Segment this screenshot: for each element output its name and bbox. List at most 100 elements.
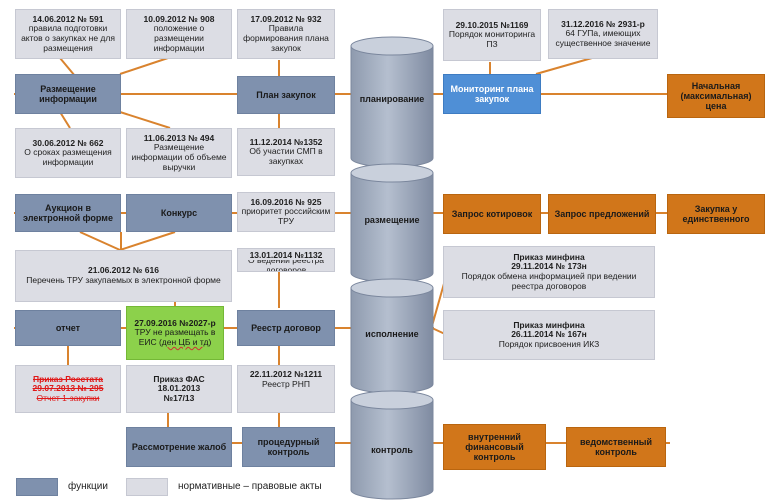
legend-label-acts: нормативные – правовые акты [178, 481, 322, 492]
doc-2027r-text-a: ТРУ не размещать в ЕИС ( [134, 327, 216, 347]
doc-616-title: 21.06.2012 № 616 [88, 265, 159, 276]
zapros-kotirovok-label: Запрос котировок [451, 208, 533, 219]
vnutrenniy-kontrol[interactable]: внутренний финансовый контроль [443, 424, 546, 470]
doc-591-text: правила подготовки актов о закупках не д… [21, 23, 115, 53]
func-reestr-dogovorov[interactable]: Реестр договор [237, 310, 335, 346]
doc-rosstat-title: Приказ Росстата [33, 373, 103, 384]
zakupka-edinstvennogo[interactable]: Закупка у единственного [667, 194, 765, 234]
cylinder-label-ispolnenie: исполнение [365, 329, 419, 339]
doc-591-title: 14.06.2012 № 591 [32, 13, 104, 24]
connector-v-mid [278, 113, 280, 128]
monitoring-plana-label: Мониторинг плана закупок [450, 83, 534, 104]
func-konkurs[interactable]: Конкурс [126, 194, 232, 232]
func-razmeshchenie-informacii[interactable]: Размещение информации [15, 74, 121, 114]
cylinder-razmeshchenie-shape [350, 163, 434, 283]
doc-1132-text-label: О ведении реестра договоров [248, 260, 324, 272]
doc-2027r-text: ТРУ не размещать в ЕИС (ден ЦБ и тд) [130, 328, 220, 347]
doc-173n-text: Порядок обмена информацией при ведении р… [461, 271, 637, 291]
legend-swatch-functions [16, 478, 58, 496]
vnutrenniy-kontrol-label: внутренний финансовый контроль [465, 431, 524, 463]
cylinder-label-planirovanie: планирование [359, 94, 425, 104]
doc-2931-title: 31.12.2016 № 2931-р [561, 18, 645, 29]
zapros-kotirovok[interactable]: Запрос котировок [443, 194, 541, 234]
doc-rosstat-sub: 29.07.2013 № 295 [32, 383, 104, 394]
cylinder-kontrol-shape [350, 390, 434, 500]
doc-1169-title: 29.10.2015 №1169 [455, 19, 529, 30]
doc-1352: 11.12.2014 №1352 Об участии СМП в закупк… [237, 128, 335, 176]
doc-rosstat-text: Отчет 1-закупки [36, 392, 100, 403]
doc-fas-title: Приказ ФАС [153, 373, 205, 384]
cylinder-kontrol: контроль [350, 390, 434, 500]
doc-932-text: Правила формирования плана закупок [243, 23, 329, 53]
doc-167n-title: Приказ минфина [513, 319, 585, 330]
cylinder-label-razmeshchenie: размещение [364, 215, 420, 225]
func-auction[interactable]: Аукцион в электронной форме [15, 194, 121, 232]
cylinder-razmeshchenie: размещение [350, 163, 434, 283]
doc-616-text: Перечень ТРУ закупаемых в электронной фо… [26, 275, 221, 285]
connector-v-top [278, 60, 280, 78]
doc-1211-title: 22.11.2012 №1211 [249, 369, 323, 379]
doc-2931-text: 64 ГУПа, имеющих существенное значение [555, 28, 651, 48]
doc-1352-title: 11.12.2014 №1352 [249, 136, 323, 147]
doc-1169-text: Порядок мониторинга ПЗ [448, 29, 536, 49]
func-procedurny-kontrol-label: процедурный контроль [257, 436, 320, 457]
zakupka-edinstvennogo-label: Закупка у единственного [682, 203, 750, 224]
doc-2027r-text-b: ) [208, 336, 212, 347]
func-reestr-dogovorov-label: Реестр договор [251, 322, 321, 333]
func-konkurs-label: Конкурс [160, 207, 198, 218]
func-otchet[interactable]: отчет [15, 310, 121, 346]
diag-494 [119, 111, 171, 129]
func-auction-label: Аукцион в электронной форме [23, 202, 113, 223]
connector-row2 [14, 212, 670, 214]
diag-2931 [535, 57, 593, 75]
doc-616: 21.06.2012 № 616 Перечень ТРУ закупаемых… [15, 250, 232, 302]
doc-494-text: Размещение информации об объеме выручки [131, 142, 227, 172]
vedomstvenny-kontrol[interactable]: ведомственный контроль [566, 427, 666, 467]
connector-row1 [14, 93, 670, 95]
func-razmeshchenie-informacii-label: Размещение информации [39, 83, 97, 104]
doc-2027r-text-wavy: ден ЦБ и тд [161, 336, 209, 347]
connector-v-reestr [278, 270, 280, 308]
diag-616-konkurs [119, 231, 176, 251]
doc-2027r: 27.09.2016 №2027-р ТРУ не размещать в ЕИ… [126, 306, 224, 360]
cylinder-planirovanie: планирование [350, 36, 434, 168]
doc-2027r-title: 27.09.2016 №2027-р [134, 317, 216, 328]
func-plan-zakupok[interactable]: План закупок [237, 76, 335, 114]
doc-925-title: 16.09.2016 № 925 [250, 196, 322, 207]
doc-fas-sub: 18.01.2013 [157, 383, 201, 394]
doc-908-text: положение о размещении информации [153, 23, 205, 53]
doc-173n: Приказ минфина 29.11.2014 № 173н Порядок… [443, 246, 655, 298]
doc-2931: 31.12.2016 № 2931-р 64 ГУПа, имеющих сущ… [548, 9, 658, 59]
doc-1211: 22.11.2012 №1211 Реестр РНП [237, 365, 335, 413]
connector-v-fas [167, 413, 169, 427]
diag-167n [431, 327, 446, 335]
doc-1132-text: О ведении реестра договоров [237, 260, 335, 272]
doc-662-title: 30.06.2012 № 662 [32, 137, 104, 148]
zapros-predlozheniy[interactable]: Запрос предложений [548, 194, 656, 234]
nachalnaya-cena[interactable]: Начальная (максимальная) цена [667, 74, 765, 118]
doc-rosstat-295: Приказ Росстата 29.07.2013 № 295 Отчет 1… [15, 365, 121, 413]
connector-v-616 [120, 232, 122, 250]
doc-932: 17.09.2012 № 932 Правила формирования пл… [237, 9, 335, 59]
diag-173n [431, 279, 446, 327]
doc-1211-text: Реестр РНП [262, 378, 310, 389]
doc-1352-text: Об участии СМП в закупках [249, 146, 323, 166]
doc-494: 11.06.2013 № 494 Размещение информации о… [126, 128, 232, 178]
monitoring-plana[interactable]: Мониторинг плана закупок [443, 74, 541, 114]
doc-167n-text: Порядок присвоения ИКЗ [498, 338, 600, 349]
legend-label-functions: функции [68, 481, 108, 492]
connector-v-rnp [278, 345, 280, 365]
cylinder-ispolnenie: исполнение [350, 278, 434, 394]
func-procedurny-kontrol[interactable]: процедурный контроль [242, 427, 335, 467]
doc-932-title: 17.09.2012 № 932 [250, 13, 322, 24]
doc-494-title: 11.06.2013 № 494 [143, 132, 215, 143]
connector-v-proc [278, 413, 280, 427]
doc-908-title: 10.09.2012 № 908 [143, 13, 215, 24]
cylinder-label-kontrol: контроль [371, 445, 413, 455]
connector-v-otchet [67, 345, 69, 365]
func-rassmotrenie-zhalob[interactable]: Рассмотрение жалоб [126, 427, 232, 467]
diag-662 [59, 111, 71, 129]
vedomstvenny-kontrol-label: ведомственный контроль [580, 436, 652, 457]
